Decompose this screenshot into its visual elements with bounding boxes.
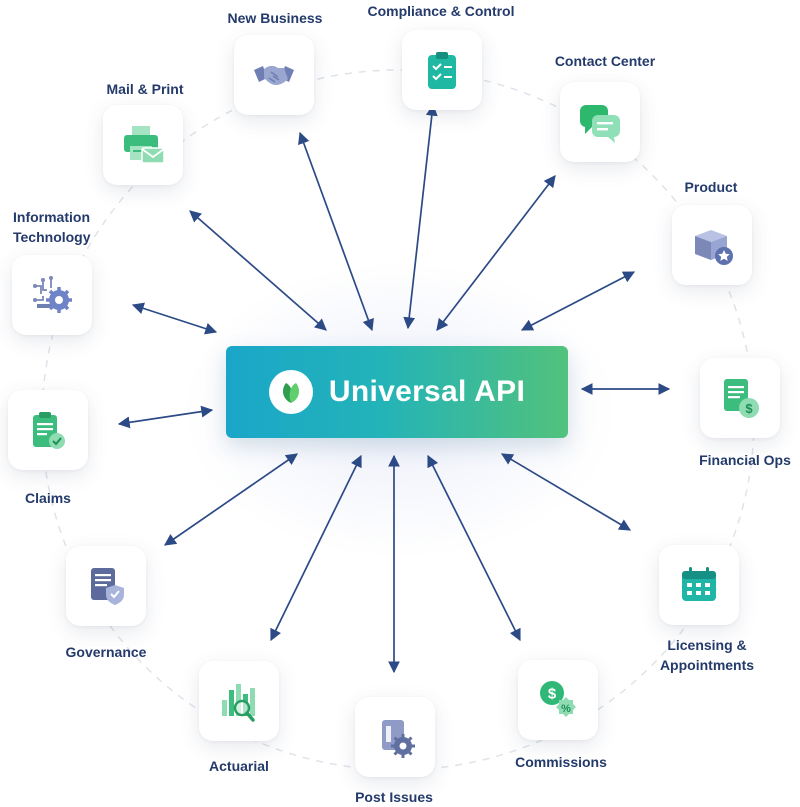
svg-text:$: $	[548, 686, 557, 703]
label-licensing-line1: Licensing &	[667, 637, 747, 653]
node-contact-center[interactable]	[560, 82, 640, 162]
arrow-commissions	[427, 454, 521, 642]
label-actuarial: Actuarial	[209, 758, 269, 774]
node-new-business[interactable]	[234, 35, 314, 115]
clipboard-check-icon	[428, 52, 456, 89]
arrow-info-tech	[131, 302, 218, 335]
node-governance[interactable]	[66, 546, 146, 626]
label-info-tech: Information Technology	[13, 207, 91, 247]
node-actuarial[interactable]	[199, 661, 279, 741]
arrow-new-business	[298, 131, 374, 332]
label-claims: Claims	[25, 490, 71, 506]
node-licensing[interactable]	[659, 545, 739, 625]
label-post-issues: Post Issues	[355, 789, 433, 805]
label-governance: Governance	[65, 644, 147, 660]
document-dollar-icon: $	[724, 379, 759, 418]
arrow-contact-center	[436, 175, 556, 331]
label-financial-ops: Financial Ops	[699, 452, 791, 468]
arrow-product	[520, 271, 636, 331]
chat-bubbles-icon	[580, 105, 620, 143]
arrow-actuarial	[270, 454, 362, 642]
label-contact-center: Contact Center	[554, 53, 656, 69]
document-gear-icon	[382, 720, 415, 758]
label-compliance: Compliance & Control	[367, 3, 515, 19]
node-info-tech[interactable]	[12, 255, 92, 335]
document-shield-icon	[91, 568, 124, 605]
label-info-tech-line1: Information	[13, 209, 90, 225]
universal-api-hub[interactable]: Universal API	[226, 346, 568, 438]
printer-mail-icon	[124, 126, 165, 164]
node-mail-print[interactable]	[103, 105, 183, 185]
box-star-icon	[695, 230, 733, 265]
svg-text:$: $	[745, 401, 753, 416]
label-licensing: Licensing & Appointments	[660, 635, 754, 675]
node-commissions[interactable]: $ %	[518, 660, 598, 740]
clipboard-check-circle-icon	[33, 412, 65, 449]
node-claims[interactable]	[8, 390, 88, 470]
label-commissions: Commissions	[515, 754, 607, 770]
label-mail-print: Mail & Print	[106, 81, 184, 97]
node-financial-ops[interactable]: $	[700, 358, 780, 438]
svg-text:%: %	[561, 703, 571, 715]
handshake-icon	[254, 65, 294, 85]
arrow-governance	[164, 453, 298, 546]
arrow-licensing	[500, 453, 632, 531]
label-licensing-line2: Appointments	[659, 657, 755, 673]
label-info-tech-line2: Technology	[13, 229, 91, 245]
node-compliance[interactable]	[402, 30, 482, 110]
node-product[interactable]	[672, 205, 752, 285]
leaf-icon	[268, 370, 313, 414]
label-product: Product	[684, 179, 738, 195]
arrow-compliance	[403, 103, 438, 330]
hub-title: Universal API	[328, 375, 526, 408]
label-new-business: New Business	[227, 10, 323, 26]
arrow-claims	[117, 405, 214, 429]
dollar-percent-icon: $ %	[540, 681, 576, 717]
arrow-mail-print	[189, 210, 327, 331]
bar-chart-magnifier-icon	[222, 684, 255, 722]
node-post-issues[interactable]	[355, 697, 435, 777]
calendar-icon	[682, 567, 716, 601]
circuit-gear-icon	[33, 276, 72, 313]
